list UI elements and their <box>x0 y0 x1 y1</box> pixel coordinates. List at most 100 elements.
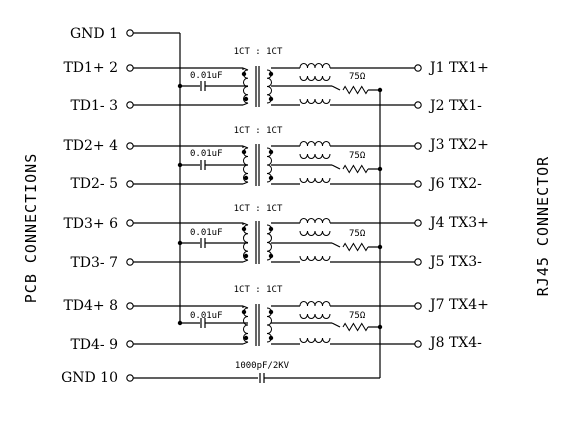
bottom-cap-label: 1000pF/2KV <box>235 361 290 371</box>
junction-dot <box>177 320 183 326</box>
channel-labels: 1CT : 1CT 0.01uF 75Ω 1CT : 1CT 0.01uF 75… <box>190 47 366 371</box>
choke-upper-ch1 <box>299 63 331 69</box>
cap-label-ch4: 0.01uF <box>190 311 223 321</box>
choke-upper2-ch3 <box>299 230 331 236</box>
cap-label-ch1: 0.01uF <box>190 71 223 81</box>
junction-dot <box>268 253 274 259</box>
left-pin-terminal-3 <box>126 101 134 109</box>
ratio-label-ch3: 1CT : 1CT <box>234 204 283 214</box>
left-pin-label-5: TD2- 5 <box>70 176 118 192</box>
junction-dot <box>177 162 183 168</box>
junction-dot <box>268 335 274 341</box>
transformer-secondary-ch3 <box>266 224 272 261</box>
left-pin-terminal-4 <box>126 142 134 150</box>
junction-dot <box>243 253 249 259</box>
left-pin-label-3: TD1- 3 <box>70 98 118 114</box>
right-pin-label-j4: J4 TX3+ <box>428 215 489 231</box>
junction-dot <box>268 226 274 232</box>
left-pin-label-6: TD3+ 6 <box>63 216 118 232</box>
right-pin-label-j7: J7 TX4+ <box>428 297 489 313</box>
ratio-label-ch1: 1CT : 1CT <box>234 47 283 57</box>
right-pin-terminal-3 <box>414 142 422 150</box>
wire <box>242 341 249 345</box>
circuit-wiring <box>126 29 422 383</box>
left-pin-terminal-10 <box>126 374 134 382</box>
junction-dot <box>241 226 247 232</box>
wire <box>242 67 249 71</box>
right-pin-label-j3: J3 TX2+ <box>428 137 489 153</box>
left-pin-terminal-2 <box>126 64 134 72</box>
rj45-connector-label: RJ45 CONNECTOR <box>534 156 552 296</box>
cap-label-ch3: 0.01uF <box>190 228 223 238</box>
left-pin-label-7: TD3- 7 <box>70 255 118 271</box>
right-pin-label-j8: J8 TX4- <box>428 335 482 351</box>
junction-dot <box>241 309 247 315</box>
junction-dot <box>268 175 274 181</box>
left-pin-label-9: TD4- 9 <box>70 337 118 353</box>
res-label-ch1: 75Ω <box>349 72 366 82</box>
left-pin-terminal-5 <box>126 180 134 188</box>
left-pin-terminal-1 <box>126 29 134 37</box>
right-pin-terminal-5 <box>414 219 422 227</box>
transformer-secondary-ch4 <box>266 307 272 343</box>
wire <box>331 322 341 328</box>
junction-dot <box>177 240 183 246</box>
wire <box>331 164 341 170</box>
transformer-secondary-ch2 <box>266 147 272 183</box>
right-pin-terminal-2 <box>414 101 422 109</box>
choke-lower-ch3 <box>299 255 331 261</box>
left-pin-label-4: TD2+ 4 <box>63 138 118 154</box>
choke-upper2-ch1 <box>299 75 331 81</box>
cap-label-ch2: 0.01uF <box>190 149 223 159</box>
left-pin-terminal-8 <box>126 302 134 310</box>
transformer-primary-ch4 <box>243 307 249 343</box>
junction-dot <box>268 96 274 102</box>
wire <box>331 242 341 248</box>
left-pin-terminal-7 <box>126 258 134 266</box>
right-pin-label-j6: J6 TX2- <box>428 176 482 192</box>
wire <box>242 145 249 149</box>
res-label-ch4: 75Ω <box>349 311 366 321</box>
choke-lower-ch1 <box>299 98 331 104</box>
junction-dot <box>268 71 274 77</box>
junction-dot <box>243 175 249 181</box>
choke-upper-ch4 <box>299 301 331 307</box>
right-pin-terminal-8 <box>414 340 422 348</box>
right-pin-terminal-7 <box>414 302 422 310</box>
wire <box>242 305 249 309</box>
choke-lower-ch4 <box>299 337 331 343</box>
left-pin-label-10: GND 10 <box>61 370 118 386</box>
res-label-ch2: 75Ω <box>349 151 366 161</box>
right-pin-labels: J1 TX1+ J2 TX1- J3 TX2+ J6 TX2- J4 TX3+ … <box>428 60 489 351</box>
right-pin-label-j2: J2 TX1- <box>428 98 482 114</box>
pcb-connections-label: PCB CONNECTIONS <box>22 153 40 303</box>
left-pin-label-1: GND 1 <box>70 26 118 42</box>
choke-upper-ch3 <box>299 218 331 224</box>
left-pin-label-8: TD4+ 8 <box>63 298 118 314</box>
wire <box>242 102 249 106</box>
wire <box>242 181 249 185</box>
resistor-ch1 <box>342 85 369 95</box>
ratio-label-ch4: 1CT : 1CT <box>234 285 283 295</box>
right-pin-label-j1: J1 TX1+ <box>428 60 489 76</box>
choke-lower-ch2 <box>299 177 331 183</box>
wire <box>331 85 341 91</box>
junction-dot <box>243 96 249 102</box>
wire <box>242 259 249 263</box>
left-pin-labels: GND 1 TD1+ 2 TD1- 3 TD2+ 4 TD2- 5 TD3+ 6… <box>61 26 118 386</box>
choke-upper2-ch2 <box>299 153 331 159</box>
junction-dot <box>241 149 247 155</box>
junction-dot <box>241 71 247 77</box>
res-label-ch3: 75Ω <box>349 229 366 239</box>
right-pin-terminal-1 <box>414 64 422 72</box>
ratio-label-ch2: 1CT : 1CT <box>234 126 283 136</box>
resistor-ch4 <box>342 322 369 332</box>
junction-dot <box>268 309 274 315</box>
junction-dot <box>268 149 274 155</box>
right-pin-label-j5: J5 TX3- <box>428 254 482 270</box>
resistor-ch3 <box>342 242 369 252</box>
left-pin-label-2: TD1+ 2 <box>63 60 118 76</box>
right-pin-terminal-6 <box>414 258 422 266</box>
left-pin-terminal-6 <box>126 219 134 227</box>
